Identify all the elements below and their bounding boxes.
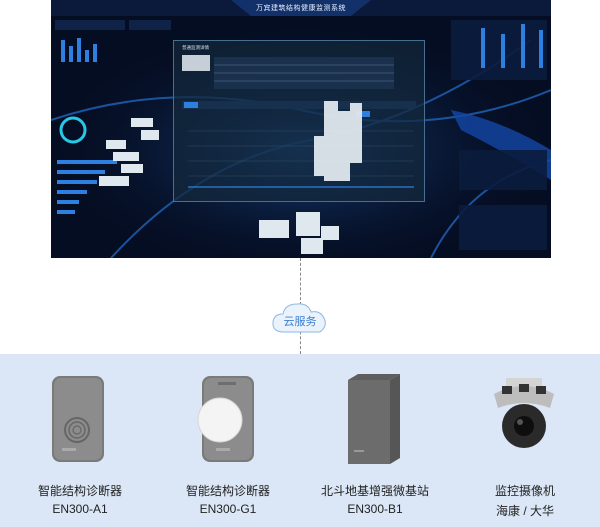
detail-panel-title: 普通监测详情 xyxy=(182,46,209,51)
diagnostic-device-a1-icon xyxy=(52,376,104,462)
surveillance-camera-icon xyxy=(494,378,554,448)
cloud-service-label: 云服务 xyxy=(283,315,317,328)
device-3-model: EN300-B1 xyxy=(347,502,403,516)
device-2-model: EN300-G1 xyxy=(199,502,257,516)
device-4-model: 海康 / 大华 xyxy=(495,504,554,518)
device-2-name: 智能结构诊断器 xyxy=(185,484,270,498)
detail-panel-graphics xyxy=(182,55,416,188)
device-4-name: 监控摄像机 xyxy=(494,484,555,498)
device-1-name: 智能结构诊断器 xyxy=(37,484,122,498)
beidou-base-station-icon xyxy=(348,374,400,464)
detail-panel: 普通监测详情 xyxy=(173,40,425,202)
cloud-icon xyxy=(272,303,326,333)
diagnostic-device-g1-icon xyxy=(197,376,254,462)
cloud-service: 云服务 xyxy=(270,298,330,334)
monitoring-dashboard: 万宾建筑结构健康监测系统 普通监测详情 xyxy=(51,0,551,258)
device-band: 智能结构诊断器 EN300-A1 智能结构诊断器 EN300-G1 北斗地基增强… xyxy=(0,354,600,527)
device-1-model: EN300-A1 xyxy=(52,502,108,516)
dashboard-title: 万宾建筑结构健康监测系统 xyxy=(256,4,346,12)
device-3-name: 北斗地基增强微基站 xyxy=(320,484,429,498)
